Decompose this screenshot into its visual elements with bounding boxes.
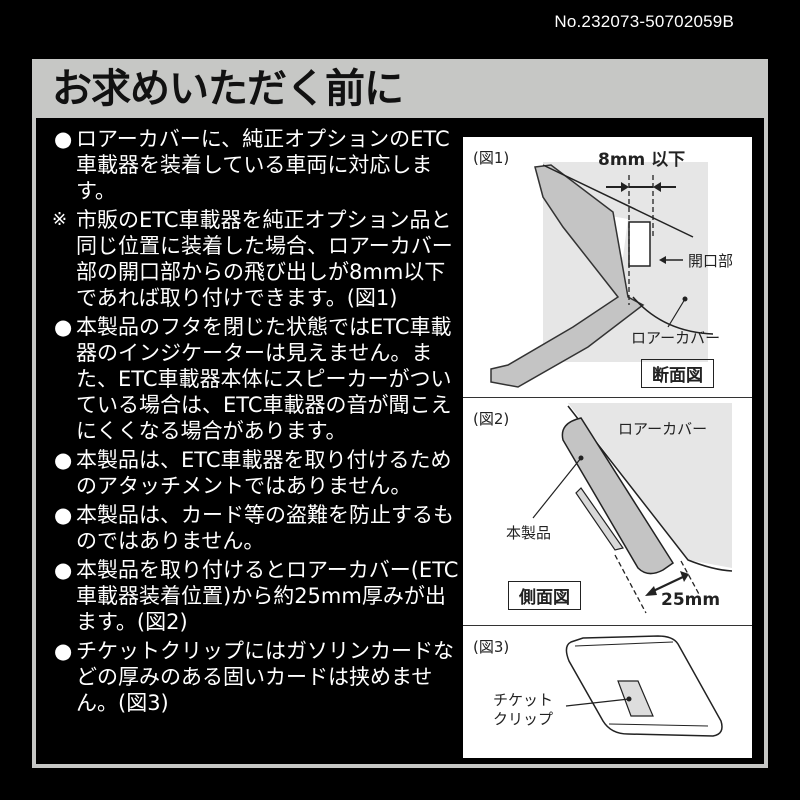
figure-3: (図3) チケット クリップ bbox=[463, 626, 752, 758]
dimension-label: 8mm 以下 bbox=[598, 150, 686, 170]
asterisk-icon: ※ bbox=[52, 209, 68, 230]
bullet-icon: ● bbox=[54, 503, 73, 527]
document-number: No.232073-50702059B bbox=[554, 12, 734, 31]
view-label: 側面図 bbox=[508, 581, 581, 610]
figure-3-label: (図3) bbox=[473, 638, 510, 656]
figure-1: (図1) 8mm 以下 開口部 ロアーカバー 断面図 bbox=[463, 137, 752, 398]
note-text: 本製品を取り付けるとロアーカバー(ETC車載器装着位置)から約25mm厚みが出ま… bbox=[76, 558, 459, 634]
note-item: ● 本製品は、ETC車載器を取り付けるためのアタッチメントではありません。 bbox=[54, 447, 464, 499]
figure-panel: (図1) 8mm 以下 開口部 ロアーカバー 断面図 bbox=[463, 137, 752, 758]
bullet-icon: ● bbox=[54, 127, 73, 151]
bullet-icon: ● bbox=[54, 448, 73, 472]
lower-cover-callout: ロアーカバー bbox=[618, 420, 708, 438]
bullet-icon: ● bbox=[54, 639, 73, 663]
side-view-illustration bbox=[532, 403, 733, 614]
product-callout: 本製品 bbox=[506, 524, 552, 542]
bullet-icon: ● bbox=[54, 315, 73, 339]
figure-2-label: (図2) bbox=[473, 410, 510, 428]
note-item: ● 本製品のフタを閉じた状態ではETC車載器のインジケーターは見えません。また、… bbox=[54, 314, 464, 444]
note-item: ● 本製品を取り付けるとロアーカバー(ETC車載器装着位置)から約25mm厚みが… bbox=[54, 557, 464, 635]
page-title: お求めいただく前に bbox=[52, 66, 404, 112]
ticket-clip-callout-line1: チケット bbox=[493, 691, 554, 709]
lower-cover-callout: ロアーカバー bbox=[631, 329, 721, 347]
bullet-icon: ● bbox=[54, 558, 73, 582]
figure-1-label: (図1) bbox=[473, 149, 510, 167]
cross-section-illustration bbox=[490, 162, 714, 388]
note-text: チケットクリップにはガソリンカードなどの厚みのある固いカードは挟めません。(図3… bbox=[76, 639, 454, 715]
dimension-label: 25mm bbox=[661, 590, 721, 610]
note-item: ● 本製品は、カード等の盗難を防止するものではありません。 bbox=[54, 502, 464, 554]
ticket-clip-callout-line2: クリップ bbox=[493, 710, 554, 728]
note-item: ● ロアーカバーに、純正オプションのETC車載器を装着している車両に対応します。 bbox=[54, 126, 464, 204]
note-item: ● チケットクリップにはガソリンカードなどの厚みのある固いカードは挟めません。(… bbox=[54, 638, 464, 716]
note-text: 本製品は、カード等の盗難を防止するものではありません。 bbox=[76, 503, 454, 553]
note-text: 本製品は、ETC車載器を取り付けるためのアタッチメントではありません。 bbox=[76, 448, 452, 498]
notes-list: ● ロアーカバーに、純正オプションのETC車載器を装着している車両に対応します。… bbox=[52, 126, 464, 719]
notice-frame: お求めいただく前に ● ロアーカバーに、純正オプションのETC車載器を装着してい… bbox=[32, 59, 768, 768]
opening-callout: 開口部 bbox=[688, 252, 734, 270]
note-text: ロアーカバーに、純正オプションのETC車載器を装着している車両に対応します。 bbox=[76, 127, 450, 203]
view-label: 断面図 bbox=[641, 359, 714, 388]
figure-2: (図2) ロアーカバー 本製品 側面図 25mm bbox=[463, 398, 752, 626]
ticket-clip-illustration bbox=[565, 635, 723, 737]
content-panel: ● ロアーカバーに、純正オプションのETC車載器を装着している車両に対応します。… bbox=[36, 118, 764, 764]
note-item: ※ 市販のETC車載器を純正オプション品と同じ位置に装着した場合、ロアーカバー部… bbox=[52, 207, 464, 311]
note-text: 本製品のフタを閉じた状態ではETC車載器のインジケーターは見えません。また、ET… bbox=[76, 315, 452, 443]
note-text: 市販のETC車載器を純正オプション品と同じ位置に装着した場合、ロアーカバー部の開… bbox=[76, 208, 453, 310]
